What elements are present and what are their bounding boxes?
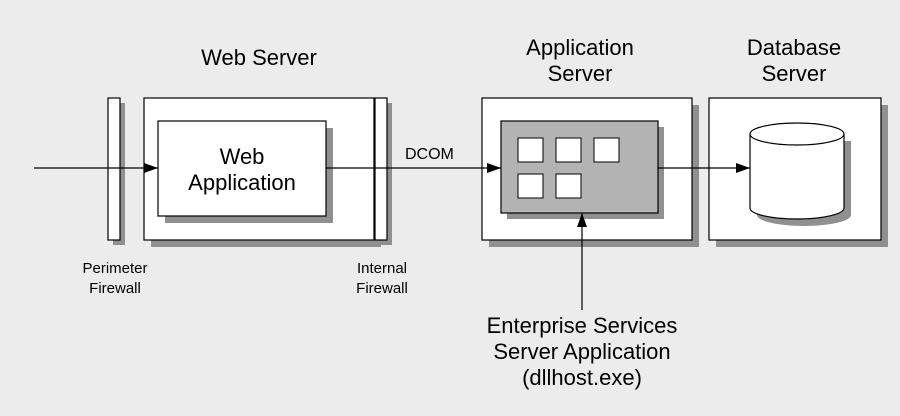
web-server-label: Web Server xyxy=(201,45,317,70)
component-3 xyxy=(593,137,620,163)
web-application-label-line1: Web xyxy=(219,144,265,169)
es-app-label-line3: (dllhost.exe) xyxy=(522,365,642,390)
internal-firewall xyxy=(374,97,392,245)
internal-firewall-label: Internal Firewall xyxy=(322,259,442,299)
dcom-label: DCOM xyxy=(405,146,454,163)
component-5 xyxy=(555,173,582,199)
web-application-label: Web Application xyxy=(158,144,326,196)
database-server-label: Database Server xyxy=(709,35,879,87)
perimeter-firewall xyxy=(107,97,125,245)
component-4 xyxy=(517,173,544,199)
application-server-label-line1: Application xyxy=(526,35,634,60)
component-1 xyxy=(517,137,544,163)
es-app-label-line2: Server Application xyxy=(493,339,671,364)
perimeter-firewall-label-line2: Firewall xyxy=(89,280,141,297)
database-cylinder-icon xyxy=(749,122,851,226)
es-app-label-line1: Enterprise Services xyxy=(486,313,678,338)
database-server-label-line2: Server xyxy=(761,61,827,86)
es-server-application-label: Enterprise Services Server Application (… xyxy=(442,313,722,391)
application-server-label-line2: Server xyxy=(547,61,613,86)
internal-firewall-label-line2: Firewall xyxy=(356,280,408,297)
component-2 xyxy=(555,137,582,163)
application-server-label: Application Server xyxy=(482,35,678,87)
perimeter-firewall-label: Perimeter Firewall xyxy=(55,259,175,299)
component-host xyxy=(500,120,664,219)
internal-firewall-label-line1: Internal xyxy=(356,260,408,277)
database-server-label-line1: Database xyxy=(746,35,842,60)
web-application-label-line2: Application xyxy=(188,170,296,195)
perimeter-firewall-label-line1: Perimeter xyxy=(82,260,148,277)
